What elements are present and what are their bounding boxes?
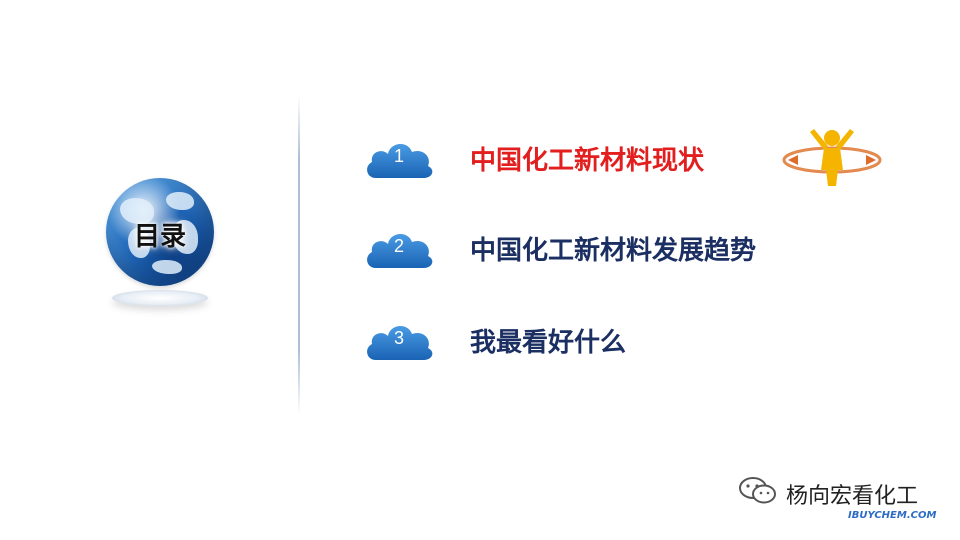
cloud-icon bbox=[367, 325, 433, 360]
item-number: 3 bbox=[393, 328, 404, 348]
watermark-site: IBUYCHEM.COM bbox=[848, 510, 937, 521]
toc-item-3[interactable]: 3 我最看好什么 bbox=[362, 316, 882, 366]
toc-item-1[interactable]: 1 中国化工新材料现状 bbox=[362, 134, 882, 184]
wechat-icon bbox=[739, 477, 776, 504]
item-number: 1 bbox=[393, 146, 404, 166]
globe-stand bbox=[112, 290, 208, 306]
item-label: 中国化工新材料发展趋势 bbox=[470, 236, 757, 266]
item-number: 2 bbox=[393, 236, 404, 256]
watermark-author: 杨向宏看化工 bbox=[786, 484, 919, 509]
globe-icon bbox=[106, 178, 214, 286]
cloud-icon bbox=[367, 233, 433, 268]
vertical-divider bbox=[298, 95, 300, 415]
item-label: 中国化工新材料现状 bbox=[470, 146, 705, 176]
globe-badge: 目录 bbox=[100, 172, 220, 322]
toc-item-2[interactable]: 2 中国化工新材料发展趋势 bbox=[362, 224, 882, 274]
item-label: 我最看好什么 bbox=[470, 328, 627, 358]
cloud-icon bbox=[367, 143, 433, 178]
cheering-person-icon bbox=[782, 129, 882, 186]
toc-title: 目录 bbox=[133, 222, 186, 252]
